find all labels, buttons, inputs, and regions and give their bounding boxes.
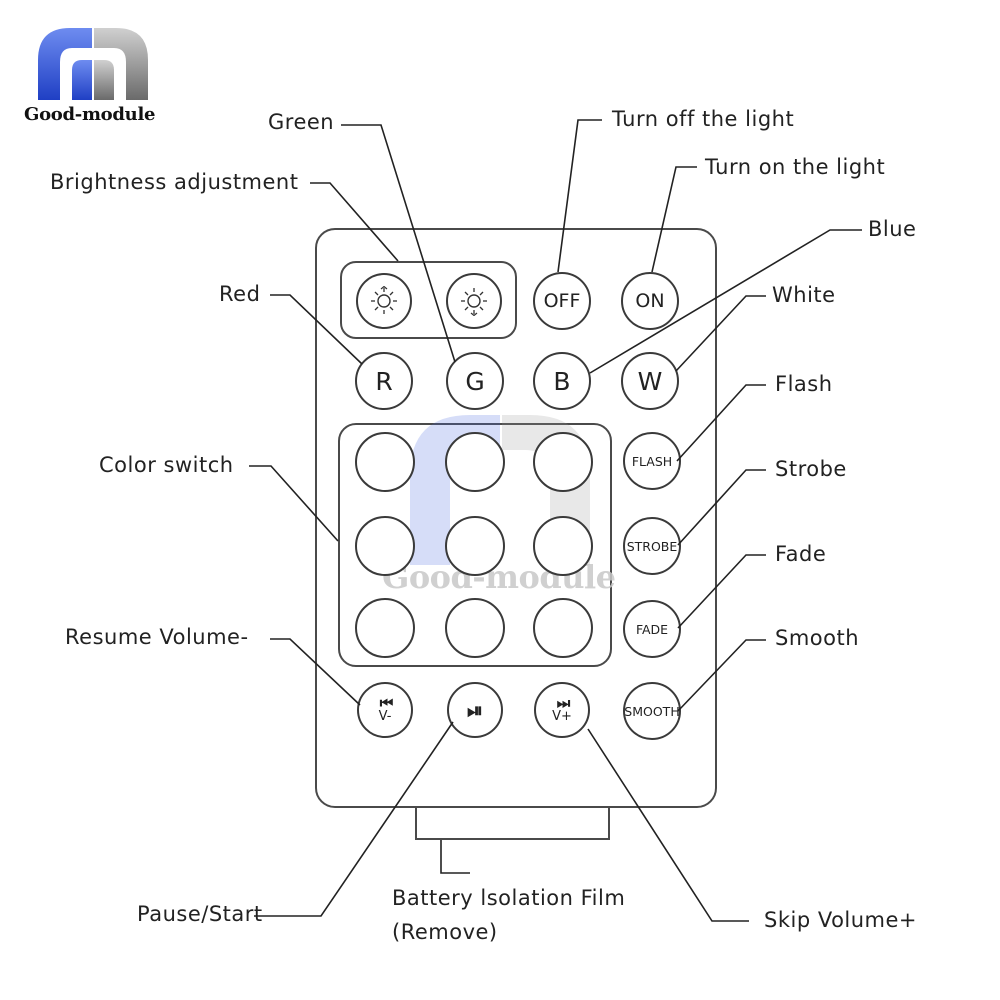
previous-volume-down-button[interactable]: ⏮V- (357, 682, 413, 738)
color-switch-button[interactable] (445, 516, 505, 576)
label-brightness: Brightness adjustment (50, 170, 299, 194)
sun-down-icon (461, 288, 487, 316)
label-fade: Fade (775, 542, 827, 566)
brand-logo-icon (38, 28, 148, 100)
leader-smooth (677, 639, 766, 712)
leader-battery (440, 840, 470, 874)
fade-button-label: FADE (635, 621, 669, 637)
strobe-button-label: STROBE (626, 538, 678, 554)
brand-name: Good-module (24, 104, 156, 125)
smooth-button[interactable]: SMOOTH (623, 682, 681, 740)
blue-button-label: B (553, 366, 571, 396)
blue-button[interactable]: B (533, 352, 591, 410)
off-button[interactable]: OFF (533, 272, 591, 330)
color-switch-button[interactable] (533, 598, 593, 658)
leader-red (270, 294, 363, 365)
leader-skip-volume (587, 728, 749, 922)
off-button-label: OFF (543, 290, 581, 312)
color-switch-button[interactable] (533, 432, 593, 492)
leader-fade (677, 554, 766, 629)
label-flash: Flash (775, 372, 833, 396)
leader-brightness (310, 182, 399, 262)
on-button[interactable]: ON (621, 272, 679, 330)
label-battery-film: Battery lsolation Film (Remove) (392, 886, 626, 944)
label-turn-off: Turn off the light (612, 107, 795, 131)
strobe-button[interactable]: STROBE (623, 517, 681, 575)
color-switch-button[interactable] (445, 432, 505, 492)
red-button-label: R (375, 366, 393, 396)
label-pause-start: Pause/Start (137, 902, 263, 926)
leader-flash (676, 384, 766, 462)
color-switch-button[interactable] (355, 432, 415, 492)
next-volume-up-button[interactable]: ⏭V+ (534, 682, 590, 738)
leader-blue (589, 229, 862, 374)
label-white: White (772, 283, 836, 307)
label-green: Green (268, 110, 335, 134)
smooth-button-label: SMOOTH (624, 703, 680, 719)
brightness-down-button[interactable] (446, 273, 502, 329)
battery-isolation-film[interactable] (415, 808, 610, 840)
label-blue: Blue (868, 217, 917, 241)
play-pause-button[interactable]: ⏯ (447, 682, 503, 738)
brightness-button-group (340, 261, 517, 339)
flash-button-label: FLASH (631, 453, 673, 469)
leader-strobe (677, 469, 766, 546)
sun-up-icon (371, 286, 397, 314)
leader-turn-off (557, 119, 602, 273)
flash-button[interactable]: FLASH (623, 432, 681, 490)
color-button-group (338, 423, 612, 667)
leader-color-switch (249, 465, 339, 542)
label-strobe: Strobe (775, 457, 847, 481)
label-turn-on: Turn on the light (705, 155, 886, 179)
leader-green (341, 124, 456, 363)
color-switch-button[interactable] (533, 516, 593, 576)
volume-down-label: V- (378, 709, 392, 724)
previous-icon: ⏮ (379, 694, 393, 712)
white-button[interactable]: W (621, 352, 679, 410)
color-switch-button[interactable] (355, 516, 415, 576)
white-button-label: W (637, 366, 663, 396)
label-skip-volume: Skip Volume+ (764, 908, 918, 932)
color-switch-button[interactable] (445, 598, 505, 658)
on-button-label: ON (635, 290, 665, 312)
label-smooth: Smooth (775, 626, 860, 650)
label-resume-volume: Resume Volume- (65, 625, 249, 649)
volume-up-label: V+ (552, 709, 572, 724)
red-button[interactable]: R (355, 352, 413, 410)
color-switch-button[interactable] (355, 598, 415, 658)
label-color-switch: Color switch (99, 453, 234, 477)
leader-pause-start (254, 721, 454, 917)
play-pause-icon: ⏯ (467, 698, 483, 722)
next-icon: ⏭ (556, 694, 570, 712)
leader-turn-on (651, 166, 697, 273)
brightness-up-button[interactable] (356, 273, 412, 329)
leader-resume-volume (270, 638, 361, 706)
leader-white (675, 295, 766, 372)
fade-button[interactable]: FADE (623, 600, 681, 658)
label-red: Red (219, 282, 261, 306)
green-button-label: G (465, 366, 485, 396)
